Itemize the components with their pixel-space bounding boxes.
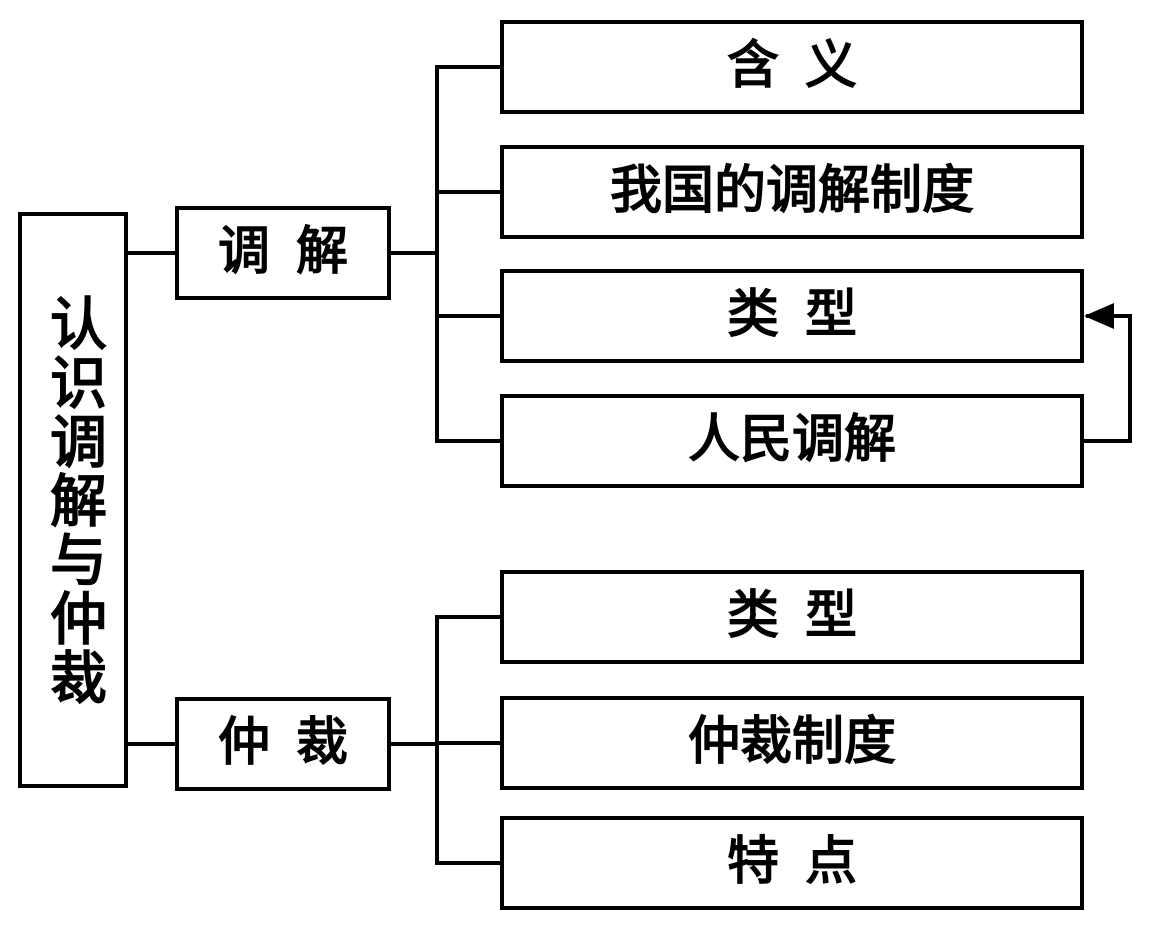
leaf-node-peoples-mediation-label: 人民调解 xyxy=(687,412,896,469)
connector-arbitration-arm-3 xyxy=(435,861,502,865)
leaf-node-characteristics[interactable]: 特 点 xyxy=(500,816,1084,910)
leaf-node-mediation-types[interactable]: 类 型 xyxy=(500,269,1084,363)
leaf-node-arbitration-system-label: 仲裁制度 xyxy=(687,714,896,771)
feedback-arrow-segment-out xyxy=(1082,439,1132,443)
root-node-label: 认识调解与仲裁 xyxy=(41,293,105,707)
connector-mediation-arm-1 xyxy=(435,65,502,69)
branch-node-arbitration[interactable]: 仲 裁 xyxy=(175,697,391,791)
connector-mediation-arm-3 xyxy=(435,314,502,318)
connector-root-to-mediation xyxy=(126,251,177,255)
connector-root-to-arbitration xyxy=(126,742,177,746)
connector-arbitration-arm-2 xyxy=(435,741,502,745)
connector-mediation-arm-4 xyxy=(435,439,502,443)
leaf-node-arbitration-system[interactable]: 仲裁制度 xyxy=(500,696,1084,790)
arrowhead-icon xyxy=(1084,303,1114,329)
feedback-arrow-segment-vertical xyxy=(1128,316,1132,443)
leaf-node-mediation-types-label: 类 型 xyxy=(726,287,857,344)
connector-mediation-spine xyxy=(435,65,439,443)
root-node-recognize-mediation-and-arbitration[interactable]: 认识调解与仲裁 xyxy=(18,212,128,788)
leaf-node-meaning[interactable]: 含 义 xyxy=(500,20,1084,114)
leaf-node-arbitration-types[interactable]: 类 型 xyxy=(500,570,1084,664)
connector-arbitration-stem xyxy=(389,742,439,746)
leaf-node-peoples-mediation[interactable]: 人民调解 xyxy=(500,394,1084,488)
connector-mediation-stem xyxy=(389,251,439,255)
leaf-node-chinese-mediation-system[interactable]: 我国的调解制度 xyxy=(500,145,1084,239)
branch-node-mediation-label: 调 解 xyxy=(217,224,348,281)
connector-arbitration-spine xyxy=(435,615,439,863)
connector-mediation-arm-2 xyxy=(435,190,502,194)
leaf-node-chinese-mediation-system-label: 我国的调解制度 xyxy=(609,163,974,220)
branch-node-arbitration-label: 仲 裁 xyxy=(217,715,348,772)
branch-node-mediation[interactable]: 调 解 xyxy=(175,206,391,300)
leaf-node-arbitration-types-label: 类 型 xyxy=(726,588,857,645)
leaf-node-meaning-label: 含 义 xyxy=(726,38,857,95)
connector-arbitration-arm-1 xyxy=(435,615,502,619)
leaf-node-characteristics-label: 特 点 xyxy=(726,834,857,891)
